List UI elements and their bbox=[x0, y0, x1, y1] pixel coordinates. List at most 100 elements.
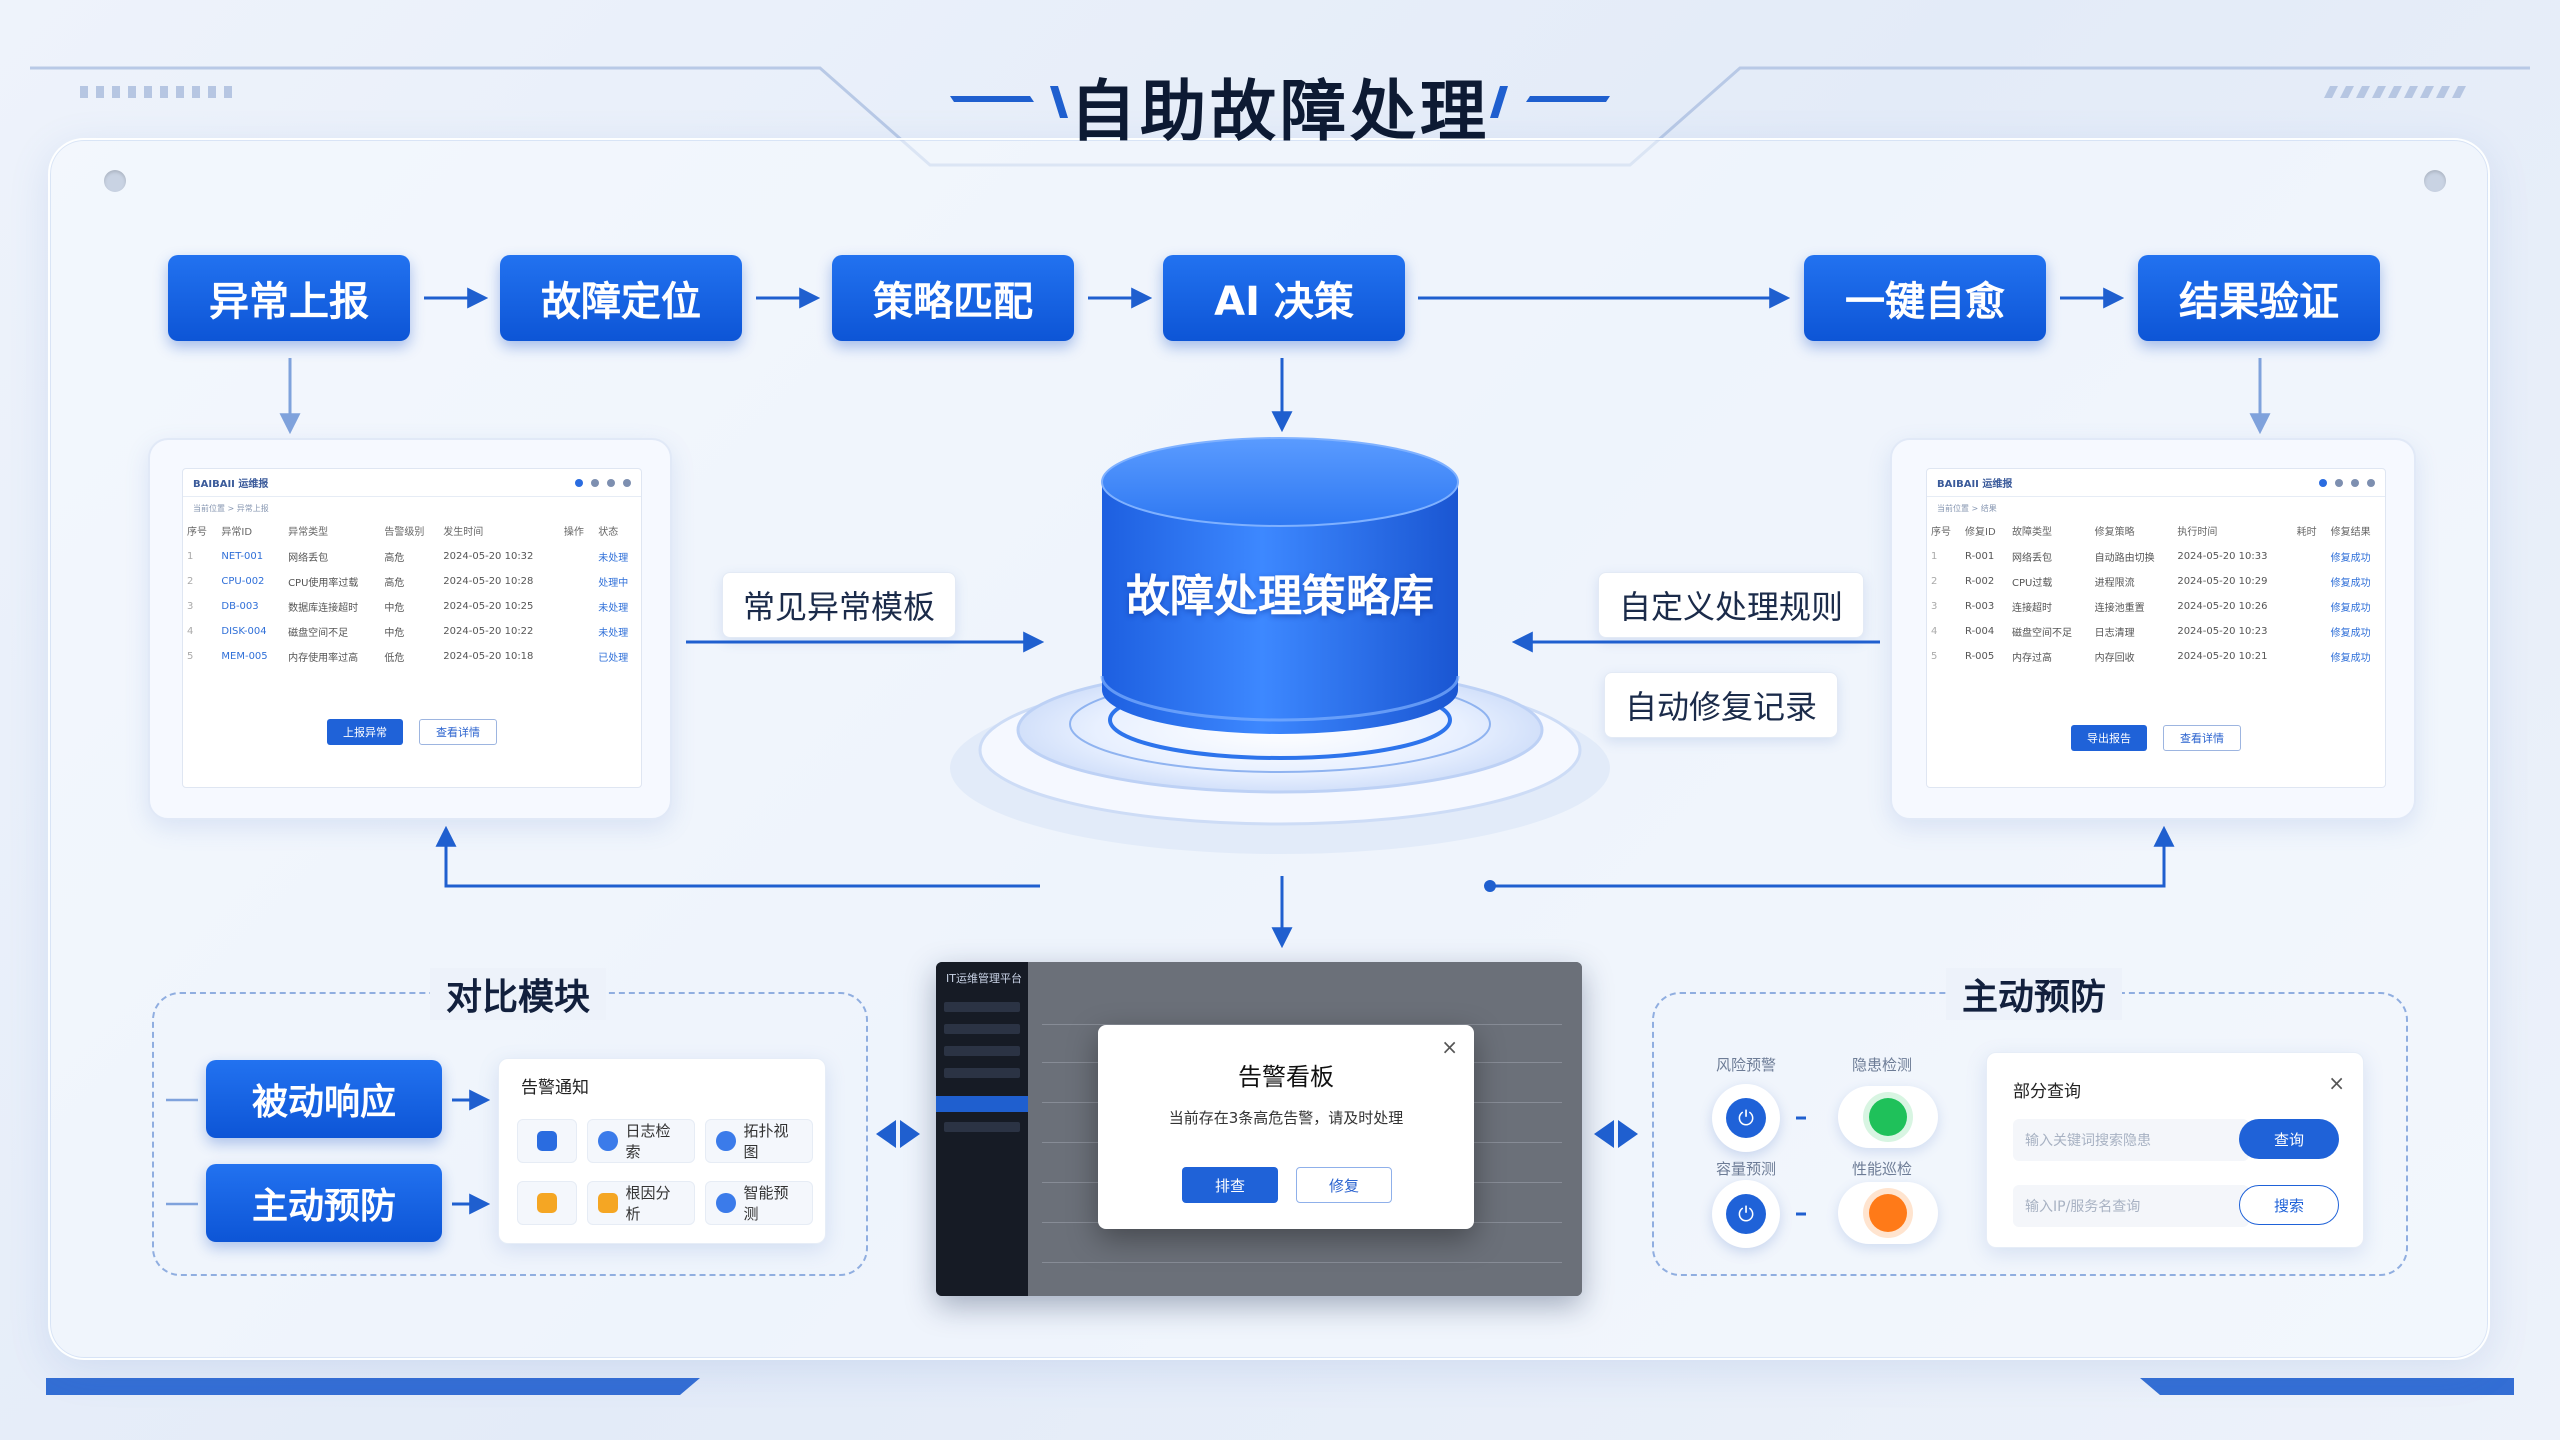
sidebar-item[interactable] bbox=[944, 1068, 1020, 1078]
feature-tile[interactable]: 智能预测 bbox=[705, 1181, 813, 1225]
close-icon[interactable] bbox=[623, 478, 631, 487]
row-id[interactable]: NET-001 bbox=[221, 551, 264, 562]
common-template-chip[interactable]: 常见异常模板 bbox=[722, 572, 957, 638]
search-button[interactable]: 搜索 bbox=[2239, 1185, 2339, 1225]
shield-icon bbox=[537, 1131, 557, 1151]
step-ai-decision[interactable]: AI 决策 bbox=[1163, 255, 1405, 341]
hazard-search-input[interactable]: 输入关键词搜索隐患 bbox=[2013, 1119, 2249, 1161]
user-icon[interactable] bbox=[575, 478, 583, 487]
capacity-predict-toggle[interactable]: ⏻ bbox=[1712, 1180, 1780, 1248]
report-anomaly-button[interactable]: 上报异常 bbox=[327, 719, 403, 745]
row-status[interactable]: 处理中 bbox=[598, 578, 629, 589]
sidebar-item[interactable] bbox=[944, 1024, 1020, 1034]
row-index: 5 bbox=[1931, 651, 1938, 662]
column-header: 告警级别 bbox=[384, 527, 425, 538]
passive-response-button[interactable]: 被动响应 bbox=[206, 1060, 442, 1138]
row-status[interactable]: 未处理 bbox=[598, 628, 629, 639]
bell-icon[interactable] bbox=[591, 478, 599, 487]
export-report-button[interactable]: 导出报告 bbox=[2071, 725, 2147, 751]
cylinder-band bbox=[1100, 675, 1460, 722]
view-details-button[interactable]: 查看详情 bbox=[419, 719, 497, 745]
corner-screw-right bbox=[2424, 170, 2446, 192]
row-id[interactable]: R-004 bbox=[1965, 626, 1995, 637]
modal-close-icon[interactable]: × bbox=[1441, 1035, 1458, 1059]
repair-button[interactable]: 修复 bbox=[1296, 1167, 1392, 1203]
column-header: 序号 bbox=[1931, 527, 1951, 538]
sidebar-item[interactable] bbox=[944, 1002, 1020, 1012]
column-header: 执行时间 bbox=[2177, 527, 2218, 538]
capacity-predict-label: 容量预测 bbox=[1716, 1160, 1777, 1178]
step-fault-location[interactable]: 故障定位 bbox=[500, 255, 742, 341]
gear-icon[interactable] bbox=[2351, 478, 2359, 487]
hazard-detect-indicator[interactable] bbox=[1838, 1086, 1938, 1148]
report-screen-card: BAIBAII 运维报 当前位置 > 异常上报 序号 异常ID 异常类型 告警级… bbox=[148, 438, 672, 820]
report-screen-brand: BAIBAII 运维报 bbox=[193, 479, 269, 490]
row-strategy: 进程限流 bbox=[2094, 578, 2135, 589]
row-index: 5 bbox=[187, 651, 194, 662]
investigate-button[interactable]: 排查 bbox=[1182, 1167, 1278, 1203]
row-id[interactable]: R-002 bbox=[1965, 576, 1995, 587]
row-id[interactable]: CPU-002 bbox=[221, 576, 265, 587]
row-id[interactable]: DISK-004 bbox=[221, 626, 267, 637]
sidebar-item[interactable] bbox=[944, 1122, 1020, 1132]
row-result[interactable]: 修复成功 bbox=[2330, 653, 2371, 664]
row-status[interactable]: 已处理 bbox=[598, 653, 629, 664]
log-search-icon bbox=[598, 1131, 618, 1151]
query-close-icon[interactable]: × bbox=[2328, 1071, 2345, 1095]
feature-tile[interactable] bbox=[517, 1181, 577, 1225]
feature-tile[interactable]: 拓扑视图 bbox=[705, 1119, 813, 1163]
close-icon[interactable] bbox=[2367, 478, 2375, 487]
step-strategy-match[interactable]: 策略匹配 bbox=[832, 255, 1074, 341]
row-index: 2 bbox=[1931, 576, 1938, 587]
feature-label: 日志检索 bbox=[625, 1122, 671, 1161]
query-button[interactable]: 查询 bbox=[2239, 1119, 2339, 1159]
sidebar-item[interactable] bbox=[944, 1046, 1020, 1056]
column-header: 序号 bbox=[187, 527, 207, 538]
custom-rule-chip[interactable]: 自定义处理规则 bbox=[1598, 572, 1865, 638]
partial-query-title: 部分查询 bbox=[2013, 1082, 2081, 1102]
step-anomaly-report[interactable]: 异常上报 bbox=[168, 255, 410, 341]
row-id[interactable]: R-001 bbox=[1965, 551, 1995, 562]
row-result[interactable]: 修复成功 bbox=[2330, 578, 2371, 589]
row-result[interactable]: 修复成功 bbox=[2330, 603, 2371, 614]
view-details-button[interactable]: 查看详情 bbox=[2163, 725, 2241, 751]
ip-search-input[interactable]: 输入IP/服务名查询 bbox=[2013, 1185, 2249, 1227]
performance-check-indicator[interactable] bbox=[1838, 1182, 1938, 1244]
row-strategy: 日志清理 bbox=[2094, 628, 2135, 639]
bell-icon[interactable] bbox=[2335, 478, 2343, 487]
arrow-library-to-result bbox=[1490, 825, 2175, 888]
row-result[interactable]: 修复成功 bbox=[2330, 553, 2371, 564]
active-prevention-button[interactable]: 主动预防 bbox=[206, 1164, 442, 1242]
gear-icon[interactable] bbox=[607, 478, 615, 487]
feature-tile[interactable] bbox=[517, 1119, 577, 1163]
row-level: 中危 bbox=[384, 603, 405, 614]
feature-tile[interactable]: 根因分析 bbox=[587, 1181, 695, 1225]
row-status[interactable]: 未处理 bbox=[598, 553, 629, 564]
step-one-click-heal[interactable]: 一键自愈 bbox=[1804, 255, 2046, 341]
repair-record-chip[interactable]: 自动修复记录 bbox=[1604, 672, 1839, 738]
row-id[interactable]: R-005 bbox=[1965, 651, 1995, 662]
row-status[interactable]: 未处理 bbox=[598, 603, 629, 614]
step-result-verify[interactable]: 结果验证 bbox=[2138, 255, 2380, 341]
row-result[interactable]: 修复成功 bbox=[2330, 628, 2371, 639]
user-icon[interactable] bbox=[2319, 478, 2327, 487]
sidebar-item-active[interactable] bbox=[936, 1096, 1028, 1112]
row-time: 2024-05-20 10:21 bbox=[2177, 651, 2268, 662]
row-id[interactable]: DB-003 bbox=[221, 601, 259, 612]
risk-warning-toggle[interactable]: ⏻ bbox=[1712, 1084, 1780, 1152]
row-id[interactable]: R-003 bbox=[1965, 601, 1995, 612]
feature-tile[interactable]: 日志检索 bbox=[587, 1119, 695, 1163]
row-id[interactable]: MEM-005 bbox=[221, 651, 268, 662]
